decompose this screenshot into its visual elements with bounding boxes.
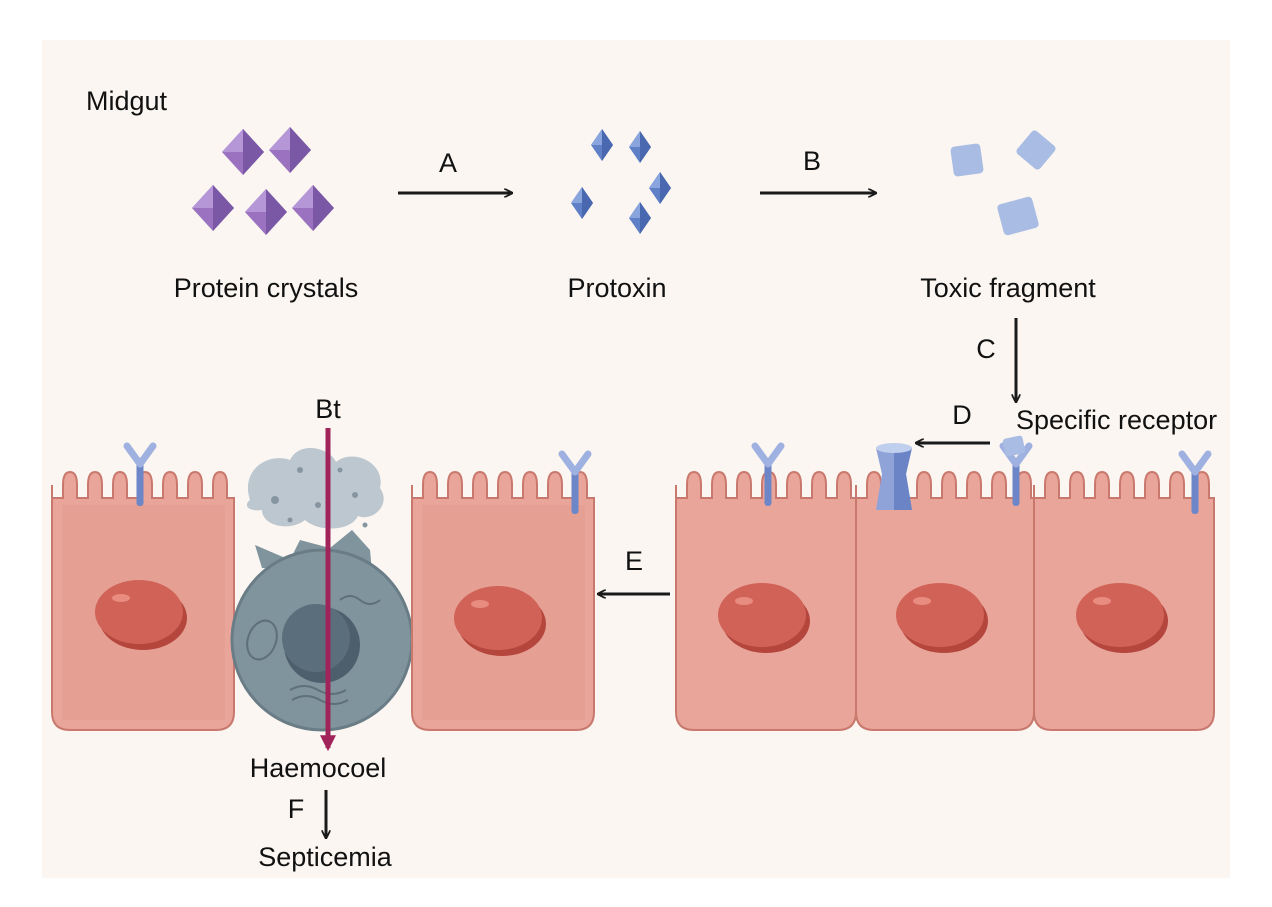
toxic-fragment-label: Toxic fragment (920, 273, 1096, 303)
bt-label: Bt (315, 394, 341, 424)
midgut-label: Midgut (86, 86, 168, 116)
step-a-label: A (439, 148, 457, 178)
step-b-label: B (803, 146, 821, 176)
step-c-label: C (976, 334, 996, 364)
gut-cell-left (51, 446, 235, 731)
gut-cell-right-2 (855, 435, 1035, 731)
gut-cell-right-3 (1033, 454, 1215, 731)
protein-crystals-label: Protein crystals (174, 273, 359, 303)
haemocoel-label: Haemocoel (250, 753, 387, 783)
specific-receptor-label: Specific receptor (1016, 405, 1217, 435)
toxin-pore-icon (876, 443, 912, 510)
step-f-label: F (288, 794, 305, 824)
step-e-label: E (625, 546, 643, 576)
gut-cell-right-1 (675, 446, 857, 731)
bound-fragment-icon (1002, 435, 1026, 457)
step-d-label: D (952, 400, 972, 430)
protoxin-label: Protoxin (567, 273, 666, 303)
lysed-cell (230, 447, 414, 732)
gut-cell-middle-left (411, 454, 595, 731)
toxic-fragment-icon (950, 130, 1056, 236)
diagram-background (42, 40, 1230, 878)
septicemia-label: Septicemia (258, 842, 393, 872)
